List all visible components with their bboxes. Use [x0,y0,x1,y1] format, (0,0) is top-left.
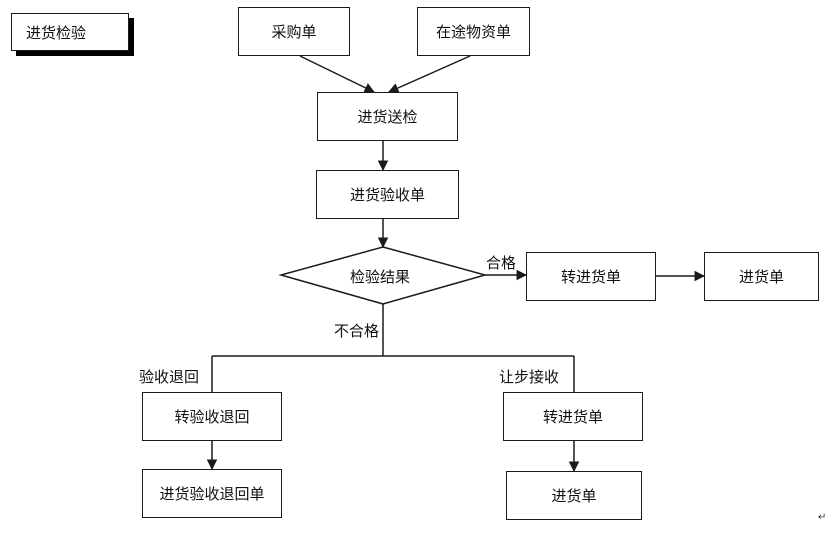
node-receipt: 进货单 [704,252,819,301]
node-receipt-2: 进货单 [506,471,642,520]
node-transfer-receipt-2: 转进货单 [503,392,643,441]
arrow-purchase-to-inspect [299,55,375,93]
node-result-label: 检验结果 [350,268,411,286]
result-decision-diamond [278,246,488,305]
node-purchase-order: 采购单 [238,7,350,56]
arrow-transit-to-inspect [388,55,471,93]
node-acceptance: 进货验收单 [316,170,459,219]
node-return-order: 进货验收退回单 [142,469,282,518]
node-transfer-receipt: 转进货单 [526,252,656,301]
node-send-inspect: 进货送检 [317,92,458,141]
paragraph-mark: ↵ [818,512,827,523]
edge-label-fail: 不合格 [334,322,380,340]
edge-label-pass: 合格 [486,254,517,272]
edge-label-return: 验收退回 [139,368,200,386]
edge-label-concession: 让步接收 [499,368,560,386]
page-title: 进货检验 [11,13,129,51]
node-in-transit: 在途物资单 [417,7,530,56]
node-transfer-return: 转验收退回 [142,392,282,441]
